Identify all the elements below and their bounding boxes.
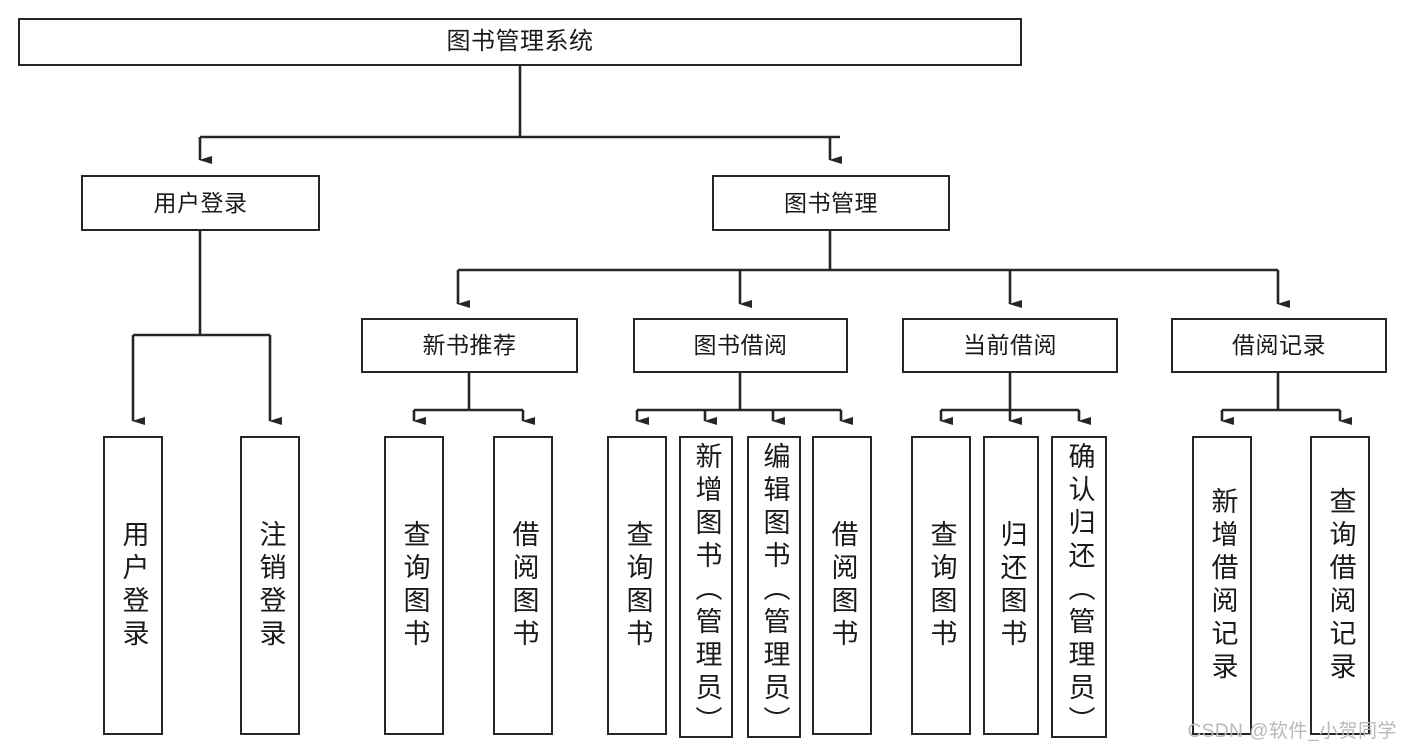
node-leaf-user-logout[interactable]: 注销登录 — [240, 436, 300, 735]
node-leaf-edit-book-label: 编辑图书（管理员） — [759, 442, 790, 739]
node-current-borrow[interactable]: 当前借阅 — [902, 318, 1118, 373]
node-leaf-borrow-book-1[interactable]: 借阅图书 — [493, 436, 553, 735]
node-borrow-record[interactable]: 借阅记录 — [1171, 318, 1387, 373]
node-new-book-recommend[interactable]: 新书推荐 — [361, 318, 578, 373]
node-new-book-recommend-label: 新书推荐 — [422, 332, 517, 359]
node-leaf-borrow-book-1-label: 借阅图书 — [508, 519, 539, 652]
node-book-manage[interactable]: 图书管理 — [712, 175, 950, 231]
node-leaf-query-book-2[interactable]: 查询图书 — [607, 436, 667, 735]
node-leaf-query-book-1[interactable]: 查询图书 — [384, 436, 444, 735]
node-borrow-record-label: 借阅记录 — [1232, 332, 1326, 359]
node-leaf-query-book-3[interactable]: 查询图书 — [911, 436, 971, 735]
node-book-borrow-label: 图书借阅 — [693, 332, 788, 359]
node-book-manage-label: 图书管理 — [784, 189, 878, 216]
node-leaf-query-book-2-label: 查询图书 — [622, 519, 653, 652]
node-leaf-user-logout-label: 注销登录 — [255, 519, 286, 652]
node-leaf-borrow-book-2-label: 借阅图书 — [827, 519, 858, 652]
node-leaf-confirm-return[interactable]: 确认归还（管理员） — [1051, 436, 1107, 739]
node-current-borrow-label: 当前借阅 — [963, 332, 1057, 359]
node-leaf-edit-book[interactable]: 编辑图书（管理员） — [747, 436, 801, 739]
node-leaf-add-record-label: 新增借阅记录 — [1207, 486, 1238, 685]
node-root-label: 图书管理系统 — [446, 28, 594, 56]
node-leaf-confirm-return-label: 确认归还（管理员） — [1064, 442, 1095, 739]
csdn-watermark: CSDN @软件_小贺同学 — [1187, 721, 1397, 742]
node-user-login[interactable]: 用户登录 — [81, 175, 320, 231]
node-leaf-query-book-1-label: 查询图书 — [399, 519, 430, 652]
node-leaf-query-record-label: 查询借阅记录 — [1325, 486, 1356, 685]
node-leaf-user-login[interactable]: 用户登录 — [103, 436, 163, 735]
node-leaf-return-book[interactable]: 归还图书 — [983, 436, 1039, 735]
node-user-login-label: 用户登录 — [153, 189, 248, 216]
node-root[interactable]: 图书管理系统 — [18, 18, 1022, 66]
node-leaf-query-record[interactable]: 查询借阅记录 — [1310, 436, 1370, 735]
node-leaf-borrow-book-2[interactable]: 借阅图书 — [812, 436, 872, 735]
node-leaf-add-record[interactable]: 新增借阅记录 — [1192, 436, 1252, 735]
node-leaf-user-login-label: 用户登录 — [118, 519, 149, 652]
node-leaf-add-book[interactable]: 新增图书（管理员） — [679, 436, 733, 739]
node-book-borrow[interactable]: 图书借阅 — [633, 318, 848, 373]
node-leaf-add-book-label: 新增图书（管理员） — [691, 442, 722, 739]
node-leaf-query-book-3-label: 查询图书 — [926, 519, 957, 652]
node-leaf-return-book-label: 归还图书 — [996, 519, 1027, 652]
